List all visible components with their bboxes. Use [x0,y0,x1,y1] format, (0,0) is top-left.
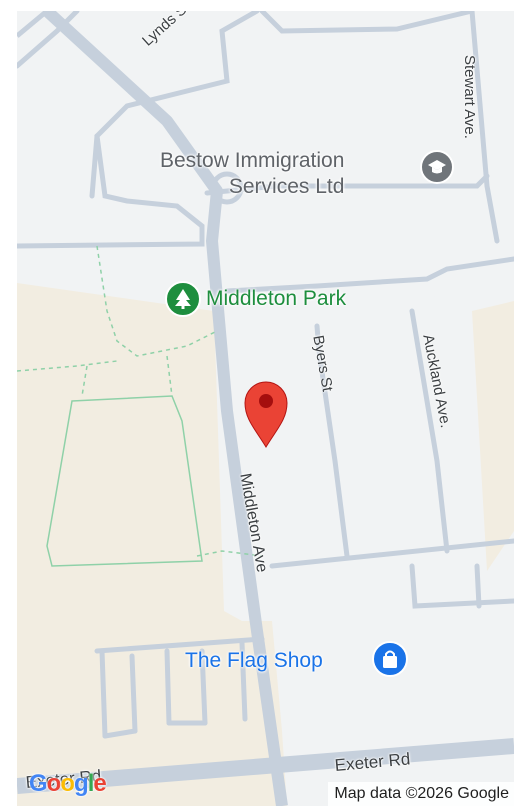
logo-text: Google [29,770,107,797]
map-pin-icon[interactable] [244,381,288,448]
map-attribution[interactable]: Map data ©2026 Google [328,782,514,806]
poi-immigration-label[interactable]: Bestow Immigration Services Ltd [160,148,344,200]
parkland-area-east [472,301,514,571]
park-boundary [46,395,203,567]
google-logo[interactable]: Google [29,770,107,798]
map-canvas[interactable] [17,11,514,806]
logo-letter: g [74,770,89,797]
logo-letter: G [29,770,48,797]
logo-letter: o [46,770,62,797]
park-trails [17,245,263,557]
parkland-area [17,283,287,806]
logo-letter: e [93,770,106,797]
graduation-cap-icon[interactable] [420,150,454,184]
tree-icon[interactable] [165,281,201,317]
shopping-bag-icon[interactable] [372,641,408,677]
exeter-road [17,738,514,794]
logo-letter: l [87,770,95,797]
residential-area [309,263,514,746]
map-view[interactable]: Lynds St Stewart Ave. Byers St Auckland … [17,11,514,806]
poi-immigration-name-line1: Bestow Immigration [160,149,345,172]
poi-shop-label[interactable]: The Flag Shop [185,649,323,672]
minor-roads [17,11,514,739]
road-label-stewart: Stewart Ave. [461,55,478,139]
poi-park-label[interactable]: Middleton Park [206,287,347,310]
minor-road-west [17,11,49,38]
roundabout [210,171,244,205]
logo-letter: o [60,770,75,797]
middleton-avenue [42,11,288,806]
poi-immigration-name-line2: Services Ltd [228,175,345,198]
